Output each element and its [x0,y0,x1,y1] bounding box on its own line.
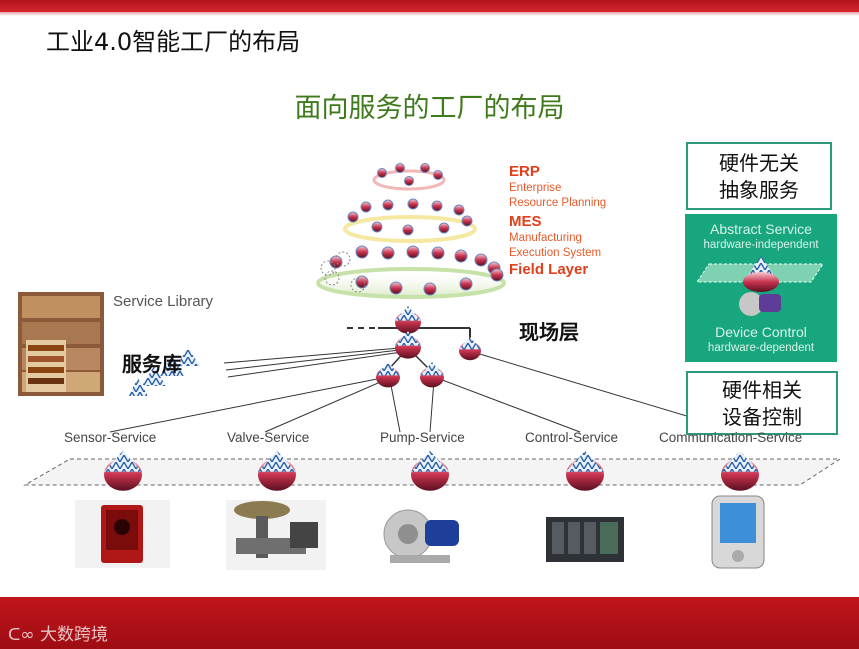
pump-icon [383,509,459,563]
field-node [329,255,343,269]
logo-text: 大数跨境 [39,625,108,645]
hub-nodes [376,306,481,388]
top-band-shadow [0,12,859,16]
hub-node [420,362,444,388]
library-mesh-icons [128,348,200,396]
device-control-label: Device Control [715,324,807,340]
hardware-independent-label: hardware-independent [703,239,819,251]
hub-node [395,331,421,359]
service-bus-node [411,450,449,491]
mes-node [347,211,359,223]
erp-ring [372,169,446,191]
hardware-dependent-box: 硬件相关 设备控制 [686,371,838,435]
placeholder-node [324,270,340,286]
valve-service-label: Valve-Service [227,430,310,445]
erp-node [377,168,387,178]
box-line-1: 硬件相关 [722,378,802,402]
service-library-cn-label: 服务库 [122,352,182,376]
field-node [355,245,369,259]
mes-node [371,221,383,233]
mes-node [453,204,465,216]
hub-node [459,337,481,361]
mes-label: MES [509,213,542,230]
slide-title: 工业4.0智能工厂的布局 [46,28,301,56]
panel-graphic [696,256,824,316]
field-node [406,245,420,259]
hub-node [395,306,421,334]
hardware-independent-box: 硬件无关 抽象服务 [686,142,832,210]
box-line-1: 硬件无关 [719,151,799,175]
field-node [459,277,473,291]
erp-node [395,163,405,173]
mes-node [382,199,394,211]
erp-node [420,163,430,173]
controller-icon [546,517,624,562]
pyramid-nodes [320,163,504,296]
service-bus-node [721,450,759,491]
pyramid [316,163,506,299]
placeholder-node [320,260,336,276]
placeholder-node [350,277,366,293]
abstract-service-label: Abstract Service [710,221,812,237]
field-layer-cn-label: 现场层 [519,320,579,344]
field-layer-label: Field Layer [509,261,589,278]
field-node [389,281,403,295]
erp-node [404,176,414,186]
footer-logo: ᑕ∞ 大数跨境 [8,620,108,645]
mes-node [407,198,419,210]
hardware-dependent-label: hardware-dependent [707,342,815,354]
sensor-icon [75,500,170,568]
mes-ring [343,215,477,243]
service-library-label: Service Library [113,293,214,310]
mes-description: Manufacturing Execution System [509,232,602,259]
top-red-band [0,0,859,12]
box-line-2: 抽象服务 [719,178,799,202]
erp-node [433,170,443,180]
network-lines [109,324,741,433]
pump-service-label: Pump-Service [380,430,465,445]
mes-node [402,224,414,236]
box-line-2: 设备控制 [722,405,802,429]
field-node [381,246,395,260]
erp-label: ERP [509,163,540,180]
sensor-service-label: Sensor-Service [64,430,157,445]
service-bus-node [258,450,296,491]
communication-service-label: Communication-Service [659,430,803,445]
field-node [490,268,504,282]
control-service-label: Control-Service [525,430,619,445]
service-bus-node [566,450,604,491]
field-node [423,282,437,296]
field-node [454,249,468,263]
bottom-red-band [0,597,859,649]
valve-icon [226,500,326,570]
mes-node [360,201,372,213]
field-node [474,253,488,267]
logo-mark-icon: ᑕ∞ [8,625,40,645]
mes-node [461,215,473,227]
service-bus-node [104,450,142,491]
library-books-image [18,292,104,396]
erp-description: Enterprise Resource Planning [509,182,607,209]
service-bus-nodes [104,450,759,491]
hub-node [376,362,400,388]
mes-node [431,200,443,212]
diagram-subtitle: 面向服务的工厂的布局 [294,93,565,124]
field-node [431,246,445,260]
field-ring [316,267,506,299]
mes-node [438,222,450,234]
abstraction-panel: Abstract Service hardware-independent De… [685,214,837,362]
placeholder-node [335,251,351,267]
pda-icon [711,495,765,569]
